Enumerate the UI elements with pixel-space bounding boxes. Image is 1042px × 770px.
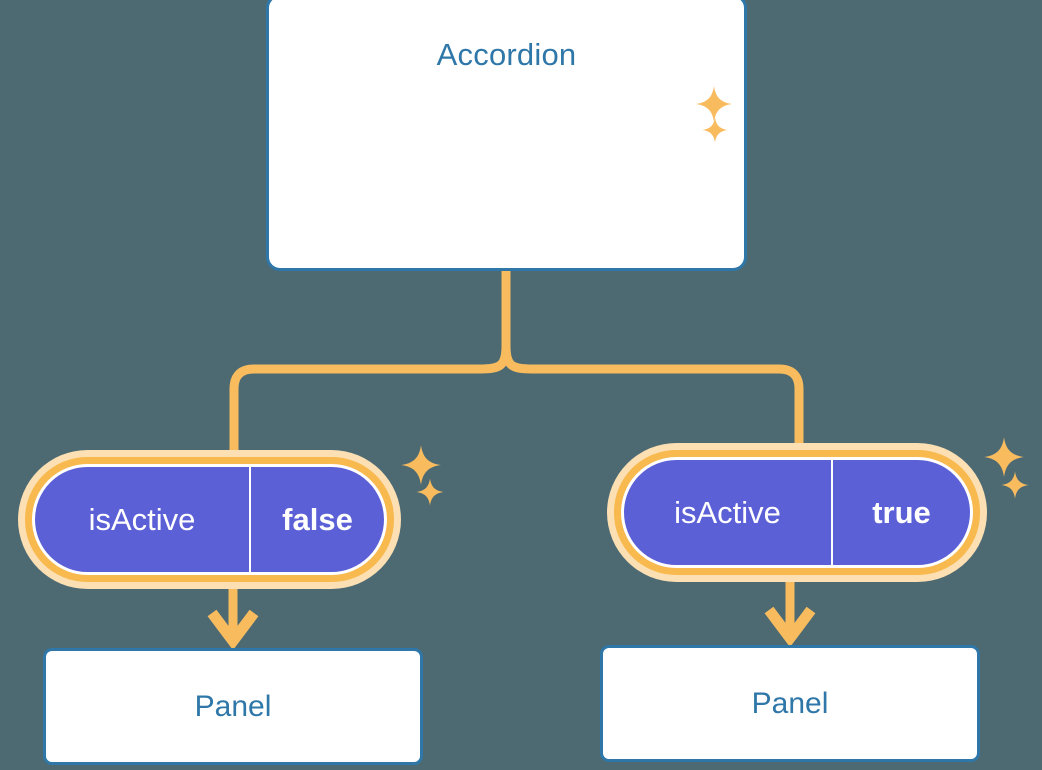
arrow-down-icon	[207, 589, 259, 651]
badge-divider	[249, 467, 251, 572]
sparkle-small-icon	[416, 478, 444, 506]
page-title: Accordion	[436, 37, 577, 72]
sparkle-small-icon	[1001, 471, 1029, 499]
state-badge-is-active-true[interactable]: isActive true	[607, 443, 987, 582]
panel-card-left: Panel	[43, 648, 423, 765]
panel-label: Panel	[751, 686, 829, 720]
state-value: false	[282, 501, 353, 537]
accordion-component-card: Accordion	[266, 0, 747, 271]
state-key: isActive	[88, 501, 196, 537]
panel-card-right: Panel	[600, 645, 980, 762]
badge-body: isActive false	[32, 464, 387, 575]
state-value: true	[872, 494, 931, 530]
state-key: isActive	[674, 494, 781, 530]
sparkle-icon	[401, 445, 441, 485]
state-badge-is-active-false[interactable]: isActive false	[18, 450, 401, 589]
arrow-down-icon	[764, 582, 816, 648]
badge-divider	[831, 460, 833, 565]
badge-body: isActive true	[621, 457, 973, 568]
panel-label: Panel	[194, 689, 272, 723]
sparkle-icon	[984, 437, 1024, 477]
